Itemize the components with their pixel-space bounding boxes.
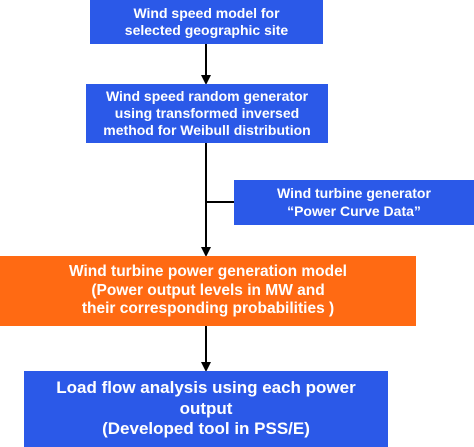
wind-speed-model-box: Wind speed model for selected geographic… [90,0,323,44]
random-generator-box: Wind speed random generator using transf… [86,84,328,143]
power-curve-box: Wind turbine generator “Power Curve Data… [234,180,474,225]
wind-speed-model-line-2: selected geographic site [124,22,289,38]
load-flow-line-2: output [179,398,233,418]
power-curve-line-1: Wind turbine generator [277,185,431,202]
generation-model-line-1: Wind turbine power generation model [68,262,347,280]
generation-model-line-3: their corresponding probabilities ) [81,300,335,318]
generation-model-box: Wind turbine power generation model (Pow… [0,256,416,326]
load-flow-line-3: (Developed tool in PSS/E) [102,419,310,439]
random-generator-line-1: Wind speed random generator [105,87,309,104]
wind-speed-model-line-1: Wind speed model for [133,4,280,21]
random-generator-line-3: method for Weibull distribution [103,122,311,139]
generation-model-line-2: (Power output levels in MW and [91,281,325,299]
load-flow-box: Load flow analysis using each power outp… [24,371,388,447]
load-flow-line-1: Load flow analysis using each power [56,377,356,397]
random-generator-line-2: using transformed inversed [114,104,300,121]
power-curve-line-2: “Power Curve Data” [287,202,421,219]
